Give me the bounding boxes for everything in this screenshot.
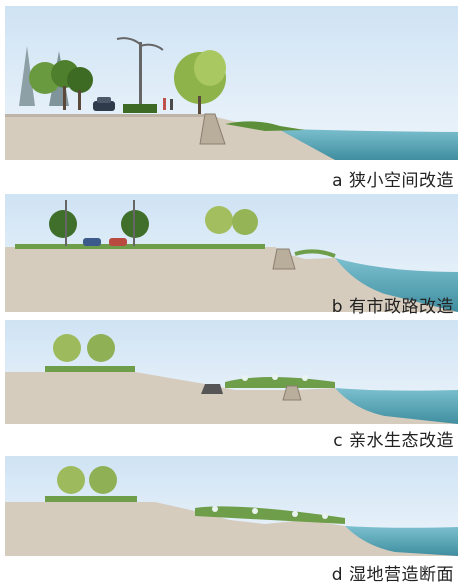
section-panel-c bbox=[5, 320, 458, 424]
ground-edge bbox=[5, 114, 210, 117]
tree-group bbox=[45, 466, 137, 502]
ground-section bbox=[5, 372, 458, 424]
platform bbox=[201, 384, 223, 394]
road-planting bbox=[15, 244, 265, 249]
section-drawing-d bbox=[5, 456, 458, 556]
ground-section bbox=[5, 247, 458, 312]
retaining-wall bbox=[282, 385, 302, 401]
wetland-planting bbox=[225, 374, 335, 388]
wetland-planting bbox=[195, 506, 345, 524]
caption-b: b 有市政路改造 bbox=[332, 292, 454, 317]
caption-label-d: 湿地营造断面 bbox=[349, 565, 454, 585]
ground-section bbox=[5, 502, 458, 556]
retaining-wall bbox=[272, 248, 296, 270]
water-body bbox=[260, 128, 458, 160]
people-icon bbox=[163, 98, 173, 110]
caption-label-b: 有市政路改造 bbox=[349, 297, 454, 317]
caption-c: c 亲水生态改造 bbox=[333, 426, 454, 451]
tree-group-left bbox=[19, 46, 93, 110]
section-drawing-c bbox=[5, 320, 458, 424]
car-icon bbox=[83, 238, 127, 246]
reed-bank bbox=[225, 121, 305, 131]
caption-label-a: 狭小空间改造 bbox=[349, 171, 454, 191]
tree-group bbox=[45, 334, 135, 372]
section-panel-d bbox=[5, 456, 458, 556]
caption-letter-c: c bbox=[333, 431, 344, 451]
caption-d: d 湿地营造断面 bbox=[332, 560, 454, 585]
street-lamp-icon bbox=[65, 200, 135, 246]
section-panel-a bbox=[5, 6, 458, 160]
caption-a: a 狭小空间改造 bbox=[332, 166, 454, 191]
retaining-wall bbox=[199, 113, 226, 145]
street-lamp-icon bbox=[116, 37, 164, 112]
section-drawing-b bbox=[5, 194, 458, 312]
section-panel-b bbox=[5, 194, 458, 312]
reed-bank bbox=[294, 249, 336, 258]
caption-label-c: 亲水生态改造 bbox=[349, 431, 454, 451]
caption-letter-d: d bbox=[331, 565, 344, 585]
car-icon bbox=[93, 97, 115, 111]
hedge bbox=[123, 104, 157, 113]
section-drawing-a bbox=[5, 6, 458, 160]
willow-tree-icon bbox=[174, 50, 226, 114]
caption-letter-b: b bbox=[331, 297, 344, 317]
caption-letter-a: a bbox=[332, 171, 344, 191]
